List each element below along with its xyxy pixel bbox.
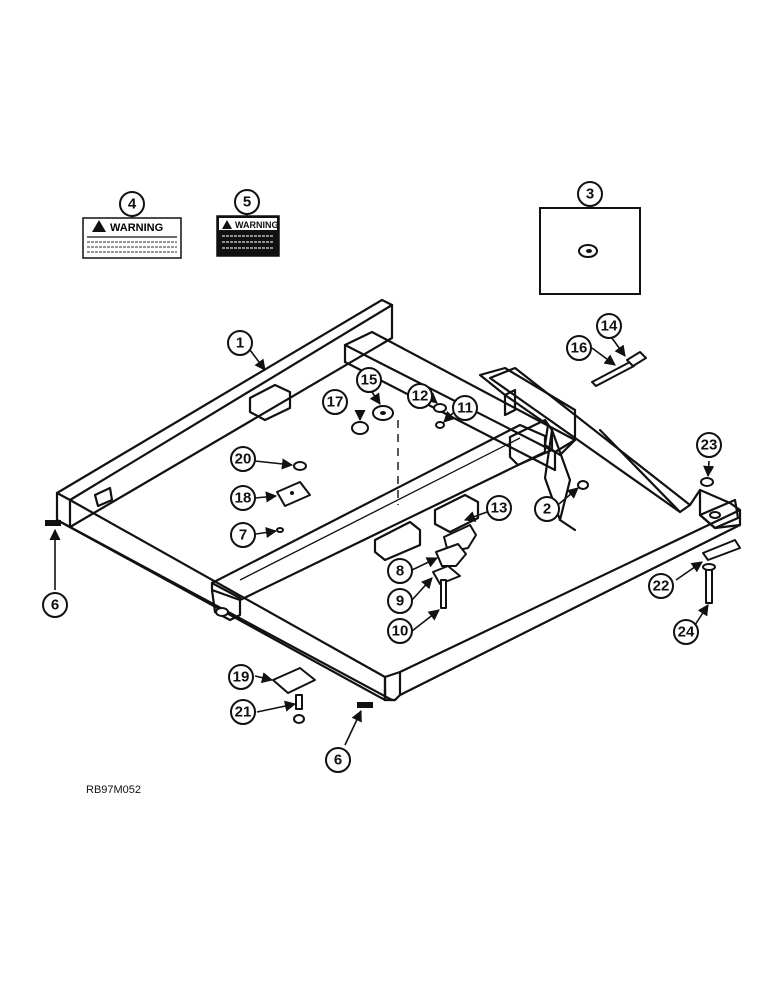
bolt-head [626, 351, 647, 367]
svg-text:20: 20 [235, 451, 252, 468]
callout-23: 23 [696, 432, 722, 458]
callout-10: 10 [387, 618, 413, 644]
decal-strip-6 [357, 702, 373, 708]
spacer-part [351, 421, 369, 435]
figure-code: RB97M052 [86, 784, 141, 796]
nut-part-2 [577, 480, 589, 490]
svg-text:22: 22 [653, 578, 670, 595]
callout-13: 13 [486, 495, 512, 521]
svg-text:19: 19 [233, 669, 250, 686]
plate-part-19 [272, 667, 316, 694]
decal-4-title: WARNING [110, 222, 163, 234]
nut-part [433, 403, 447, 413]
warning-triangle-icon [92, 220, 106, 232]
warning-decal-5: WARNING [216, 215, 280, 257]
callout-14: 14 [596, 313, 622, 339]
callout-17: 17 [322, 389, 348, 415]
svg-text:3: 3 [586, 186, 594, 203]
callouts: 4 5 3 1 17 15 12 11 16 14 20 18 7 13 8 9… [42, 181, 722, 773]
callout-3: 3 [577, 181, 603, 207]
callout-20: 20 [230, 446, 256, 472]
bolt-part-21 [295, 694, 303, 710]
clamp-part-8 [435, 543, 467, 567]
callout-12: 12 [407, 383, 433, 409]
callout-2: 2 [534, 496, 560, 522]
callout-22: 22 [648, 573, 674, 599]
callout-4: 4 [119, 191, 145, 217]
svg-text:6: 6 [51, 597, 59, 614]
callout-16: 16 [566, 335, 592, 361]
svg-text:23: 23 [701, 437, 718, 454]
callout-6-bottom: 6 [325, 747, 351, 773]
svg-text:6: 6 [334, 752, 342, 769]
callout-6-left: 6 [42, 592, 68, 618]
warning-decal-4: WARNING [82, 217, 182, 259]
svg-text:11: 11 [457, 400, 473, 417]
svg-text:10: 10 [392, 623, 409, 640]
callout-8: 8 [387, 558, 413, 584]
callout-21: 21 [230, 699, 256, 725]
callout-7: 7 [230, 522, 256, 548]
bolt-part-24 [705, 566, 713, 604]
nut-part-23 [700, 477, 714, 487]
warning-triangle-icon [222, 220, 232, 229]
svg-text:4: 4 [128, 196, 137, 213]
svg-text:16: 16 [571, 340, 588, 357]
loose-parts [45, 351, 741, 724]
decal-5-title: WARNING [235, 220, 279, 230]
svg-text:7: 7 [239, 527, 247, 544]
callout-1: 1 [227, 330, 253, 356]
svg-text:12: 12 [412, 388, 429, 405]
svg-text:24: 24 [678, 624, 695, 641]
svg-text:9: 9 [396, 593, 404, 610]
small-nut-part [435, 421, 445, 429]
callout-15: 15 [356, 367, 382, 393]
nut-part-20 [293, 461, 307, 471]
svg-text:21: 21 [235, 704, 252, 721]
callout-18: 18 [230, 485, 256, 511]
callout-9: 9 [387, 588, 413, 614]
svg-text:1: 1 [236, 335, 244, 352]
plate-with-nut [539, 207, 641, 295]
callout-19: 19 [228, 664, 254, 690]
svg-text:17: 17 [327, 394, 344, 411]
svg-text:2: 2 [543, 501, 551, 518]
bolt-part [591, 361, 635, 387]
svg-text:5: 5 [243, 194, 251, 211]
decal-strip-6 [45, 520, 61, 526]
svg-text:18: 18 [235, 490, 252, 507]
bolt-part-10 [440, 579, 447, 609]
svg-text:8: 8 [396, 563, 404, 580]
svg-text:13: 13 [491, 500, 508, 517]
svg-text:14: 14 [601, 318, 618, 335]
plate-part-9 [432, 565, 461, 585]
svg-text:15: 15 [361, 372, 378, 389]
callout-11: 11 [452, 395, 478, 421]
plate-part-22 [702, 539, 741, 561]
callout-5: 5 [234, 189, 260, 215]
callout-24: 24 [673, 619, 699, 645]
